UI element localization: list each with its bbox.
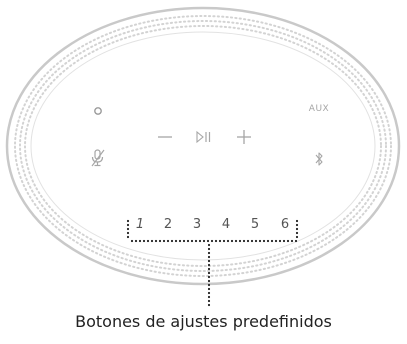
preset-button-6[interactable]: 6 [280,217,290,232]
speaker-top-panel: AUX 1 2 3 4 5 6 [5,6,401,286]
play-pause-icon[interactable] [194,129,214,145]
aux-button[interactable]: AUX [308,104,330,114]
preset-buttons-caption: Botones de ajustes predefinidos [75,312,332,331]
bluetooth-icon[interactable] [312,150,326,168]
speaker-outline [5,6,401,286]
preset-button-5[interactable]: 5 [250,217,260,232]
mic-off-icon[interactable] [88,147,108,169]
preset-button-3[interactable]: 3 [192,217,202,232]
preset-button-1[interactable]: 1 [135,217,145,232]
power-icon[interactable] [91,104,105,118]
volume-up-icon[interactable] [235,128,253,146]
preset-button-4[interactable]: 4 [221,217,231,232]
preset-button-2[interactable]: 2 [163,217,173,232]
volume-down-icon[interactable] [156,129,174,145]
